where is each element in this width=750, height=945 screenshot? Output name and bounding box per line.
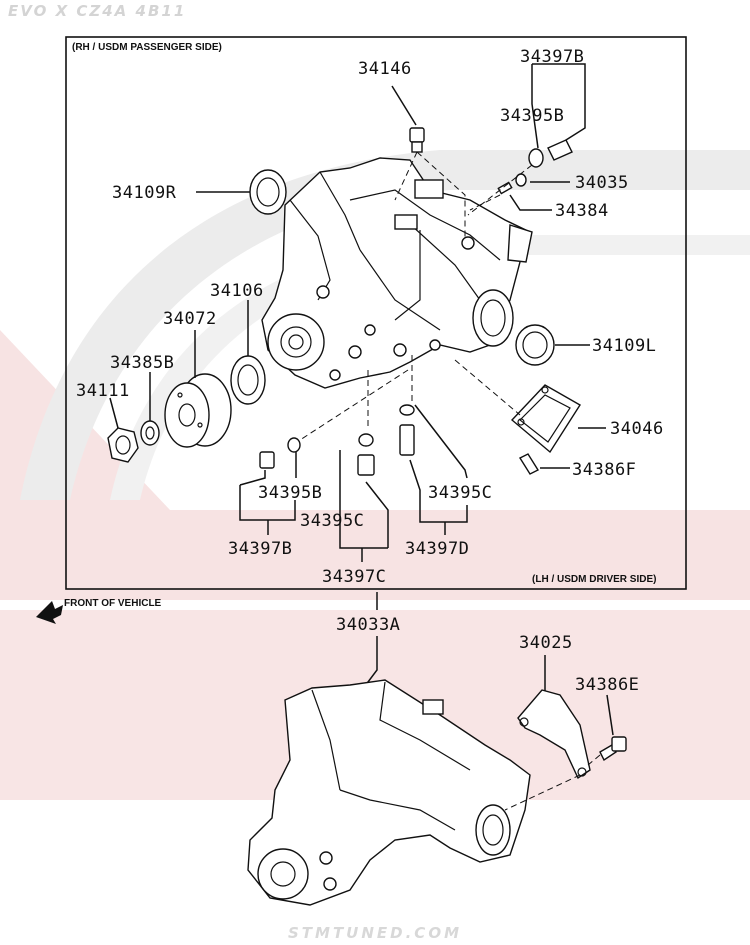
label-34395b-bottom: 34395B	[258, 483, 322, 503]
label-34111: 34111	[76, 381, 130, 401]
seal-34109r	[249, 169, 287, 215]
label-34106: 34106	[210, 281, 264, 301]
part-labels: 34146 34397B 34395B 34035 34384 34109R 3…	[76, 47, 664, 695]
fitting-34384	[497, 173, 527, 195]
label-34046: 34046	[610, 419, 664, 439]
front-arrow-icon	[36, 601, 63, 624]
bracket-34025	[517, 689, 591, 780]
label-34386e: 34386E	[575, 675, 639, 695]
label-34035: 34035	[575, 173, 629, 193]
leader-lines	[109, 63, 614, 736]
label-34397b-bottom: 34397B	[228, 539, 292, 559]
label-34384: 34384	[555, 201, 609, 221]
assembly-dash-lines-lower	[504, 754, 601, 811]
seal-34106	[230, 355, 266, 405]
label-34395c-mid: 34395C	[300, 511, 364, 531]
label-34386f: 34386F	[572, 460, 636, 480]
cover-34046	[510, 384, 581, 454]
flange-34072	[164, 373, 232, 448]
differential-housing	[261, 157, 533, 389]
bolt-34386f	[518, 453, 540, 475]
plug-34397b-top	[528, 139, 573, 168]
footer-watermark: STMTUNED.COM	[287, 924, 462, 942]
assembly-dash-lines-upper	[299, 151, 533, 441]
header-title: EVO X CZ4A 4B11	[8, 2, 187, 20]
seal-34109l	[515, 324, 555, 366]
label-34072: 34072	[163, 309, 217, 329]
assembly-frame	[65, 36, 687, 590]
plug-34397b-bottom	[259, 437, 301, 469]
bolt-34386e	[599, 736, 627, 762]
label-34395c-right: 34395C	[428, 483, 492, 503]
label-34397d: 34397D	[405, 539, 469, 559]
washer-34385b	[140, 420, 160, 446]
label-34397c: 34397C	[322, 567, 386, 587]
breather-34146	[409, 127, 425, 153]
label-34395b-top: 34395B	[500, 106, 564, 126]
lh-side-note: (LH / USDM DRIVER SIDE)	[532, 574, 656, 585]
label-34109l: 34109L	[592, 336, 656, 356]
label-34397b-top: 34397B	[520, 47, 584, 67]
rh-side-note: (RH / USDM PASSENGER SIDE)	[72, 42, 222, 53]
plug-34397d	[399, 404, 415, 456]
label-34025: 34025	[519, 633, 573, 653]
label-34385b: 34385B	[110, 353, 174, 373]
front-of-vehicle-note: FRONT OF VEHICLE	[64, 598, 162, 609]
label-34146: 34146	[358, 59, 412, 79]
plug-34397c	[357, 433, 375, 476]
differential-assembly-34033a	[247, 679, 531, 906]
label-34033a: 34033A	[336, 615, 400, 635]
label-34109r: 34109R	[112, 183, 177, 203]
